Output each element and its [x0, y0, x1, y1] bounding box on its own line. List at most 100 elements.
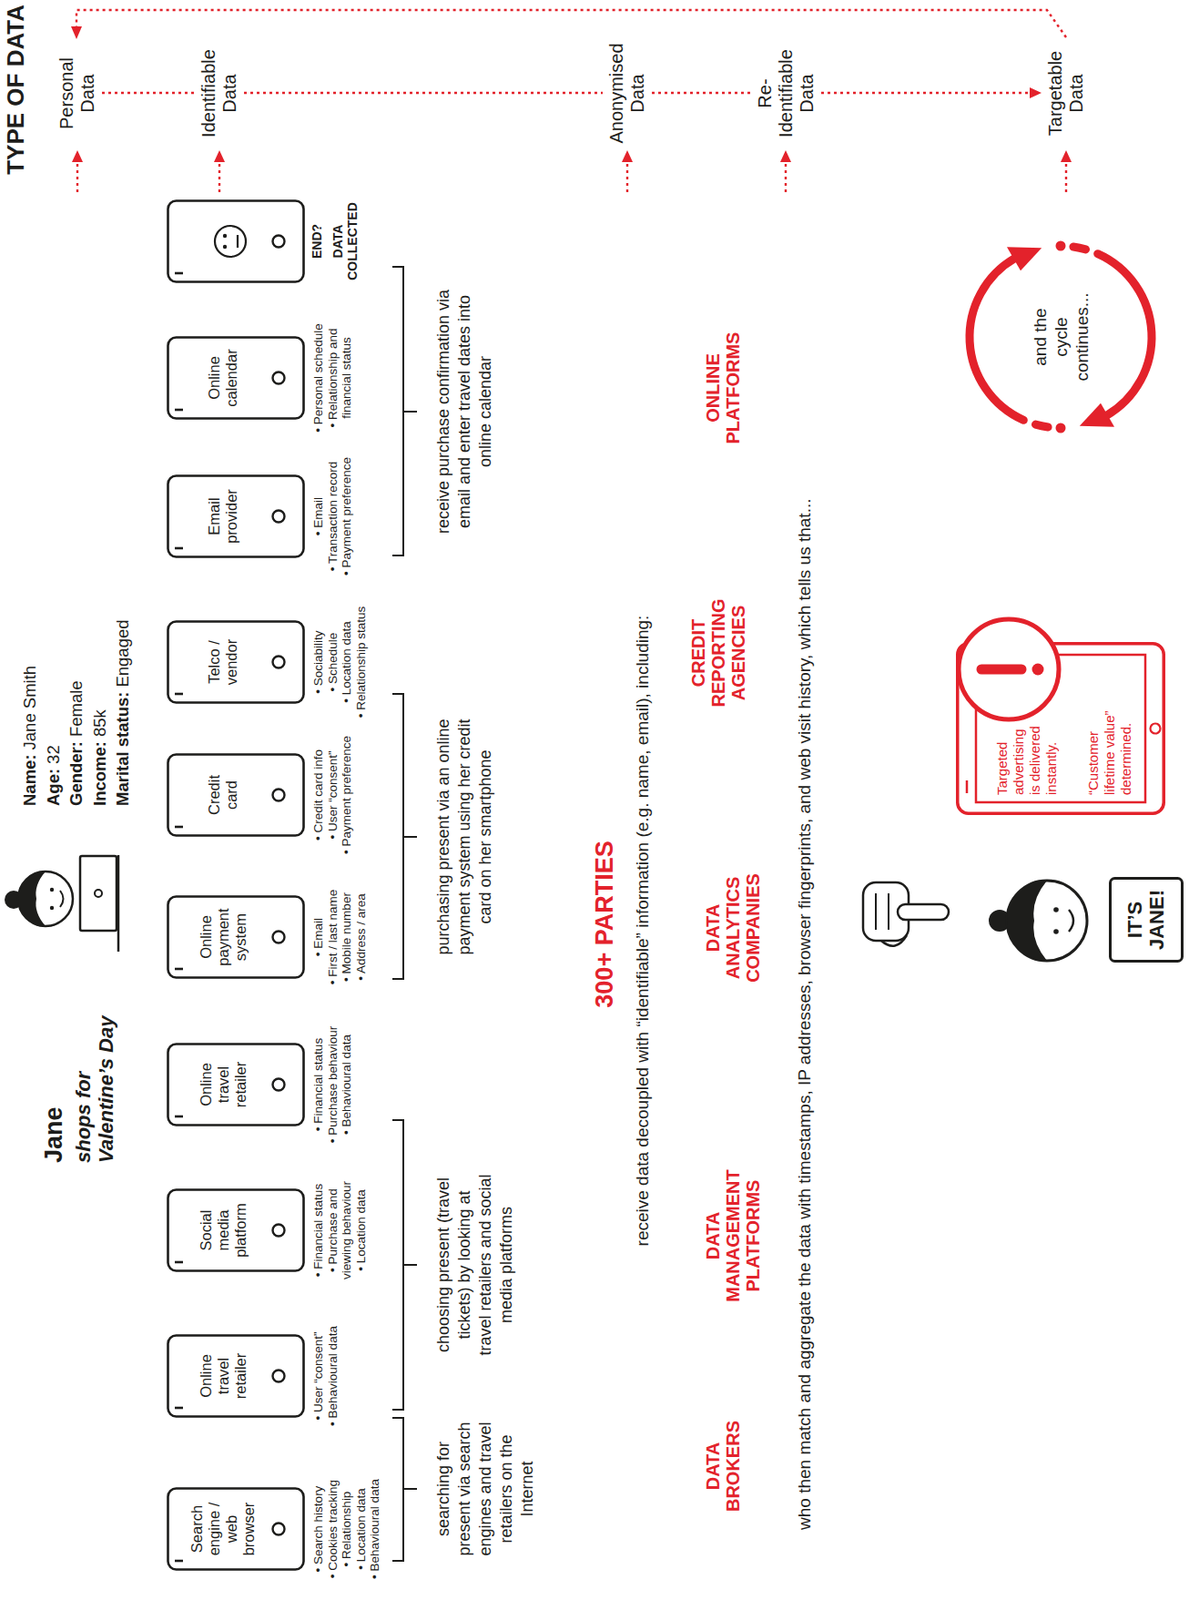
cycle-dot — [1056, 423, 1067, 434]
laptop-base — [117, 854, 121, 952]
dotted-line — [243, 91, 603, 94]
phone-outline — [168, 1044, 305, 1126]
data-collected-list: • Schedule — [325, 593, 341, 731]
label-group: Personal Data — [56, 40, 99, 146]
person-head — [18, 871, 73, 926]
detail-value: Engaged — [112, 619, 133, 688]
data-collected-list: • Purchase and viewing behaviour — [325, 1168, 355, 1292]
data-collected-list: • Sociability — [311, 593, 326, 731]
bracket — [392, 266, 417, 556]
dotted-line — [1065, 162, 1068, 193]
label-group: searching for present via search engines… — [433, 1413, 539, 1565]
dotted-line — [821, 91, 1031, 94]
data-collected-list: • Behavioural data — [339, 1016, 355, 1153]
phone-outline — [168, 1488, 305, 1570]
detail-key: Gender: — [66, 741, 86, 806]
dotted-line — [101, 91, 195, 94]
data-collected-list: • Transaction record — [325, 447, 341, 585]
phone-box: Search engine / web browser — [166, 1486, 305, 1571]
data-type-label: Personal Data — [56, 40, 99, 146]
activity-text: receive purchase confirmation via email … — [433, 274, 497, 549]
face-eye — [50, 887, 54, 892]
laptop — [80, 855, 117, 931]
data-collected-list: • Purchase behaviour — [325, 1016, 341, 1153]
detail-key: Name: — [20, 753, 40, 806]
face-smile — [60, 890, 64, 907]
data-collected-list: • Relationship — [339, 1460, 355, 1597]
phone-button — [273, 1078, 285, 1091]
phone-speaker — [174, 408, 183, 412]
dotted-loop-line — [76, 10, 1067, 38]
warning-circle — [958, 619, 1059, 720]
cycle-dot — [1056, 241, 1067, 252]
data-collected-list: • Cookies tracking — [325, 1460, 341, 1597]
label-group: Jane — [40, 989, 69, 1163]
data-collected-list: • First / last name — [325, 868, 341, 1006]
laptop-logo — [94, 889, 102, 897]
data-collected-list: • User “consent” — [325, 726, 341, 864]
detail-row: Income:85k — [88, 619, 112, 807]
data-collected-list: • Relationship and financial status — [325, 315, 355, 440]
detail-value: Jane Smith — [20, 665, 40, 751]
cycle-arc — [969, 257, 1024, 420]
label-group: and the cycle continues... — [1029, 289, 1093, 385]
face-eye — [50, 905, 54, 910]
laptop-outline — [1110, 878, 1183, 962]
node-title: Email provider — [205, 481, 241, 551]
phone-box: Email provider — [166, 474, 305, 559]
data-collected-list: • Email — [311, 447, 326, 585]
phone-speaker — [174, 967, 183, 971]
persona-name: Jane — [40, 989, 69, 1163]
person-hair — [1006, 880, 1047, 961]
phone-box: Telco / vendor — [166, 619, 305, 704]
body-text: who then match and aggregate the data wi… — [793, 163, 816, 1530]
node-title: Credit card — [205, 760, 241, 830]
node-title: Social media platform — [197, 1195, 250, 1265]
label-group: TYPE OF DATA — [1, 4, 30, 198]
hand-knuckles — [875, 893, 889, 930]
end-note: END? — [309, 191, 325, 292]
phone-outline — [168, 476, 305, 558]
dotted-line — [76, 162, 79, 193]
label-group: Identifiable Data — [198, 40, 241, 146]
phone-speaker — [174, 692, 183, 696]
arrow-head — [71, 26, 82, 40]
data-collected-list: • Payment preference — [339, 726, 355, 864]
detail-row: Marital status: Engaged — [111, 619, 135, 807]
person-hair — [18, 871, 46, 926]
phone-speaker — [174, 1406, 183, 1410]
label-group: choosing present (travel tickets) by loo… — [433, 1173, 518, 1356]
data-collected-list: • Financial status — [311, 1168, 326, 1292]
detail-key: Age: — [43, 768, 63, 806]
arrow-head — [71, 150, 83, 163]
activity-text: purchasing present via an online payment… — [433, 701, 497, 972]
detail-value: Female — [66, 680, 86, 737]
phone-speaker — [174, 547, 183, 550]
data-collected-list: • Financial status — [311, 1016, 326, 1153]
pointing-finger — [897, 904, 949, 920]
detail-row: Name:Jane Smith — [18, 619, 42, 807]
phone-box: Online travel retailer — [166, 1333, 305, 1418]
phone-box: Credit card — [166, 752, 305, 837]
face-eye — [1053, 928, 1059, 935]
dotted-line — [651, 91, 752, 94]
detail-value: 32 — [43, 744, 63, 764]
phone-button — [273, 510, 285, 523]
label-group: END?DATA COLLECTED — [309, 191, 360, 292]
label-group: receive purchase confirmation via email … — [433, 274, 497, 549]
phone-button — [273, 1370, 285, 1383]
detail-key: Marital status: — [112, 691, 133, 806]
label-group: • Search history• Cookies tracking• Rela… — [311, 1460, 383, 1597]
arrow-head — [1079, 403, 1115, 427]
dotted-line — [626, 162, 629, 193]
label-group: Anonymised Data — [606, 40, 649, 146]
data-collected-list: • Credit card info — [311, 726, 326, 864]
phone-speaker — [174, 272, 183, 275]
node-outline — [955, 641, 1166, 815]
data-type-label: Identifiable Data — [198, 40, 241, 146]
phone-button — [1150, 723, 1161, 734]
phone-speaker — [174, 1559, 183, 1563]
persona-details: Name:Jane SmithAge: 32Gender: FemaleIncome… — [18, 619, 135, 807]
cycle-arc — [1097, 254, 1152, 417]
